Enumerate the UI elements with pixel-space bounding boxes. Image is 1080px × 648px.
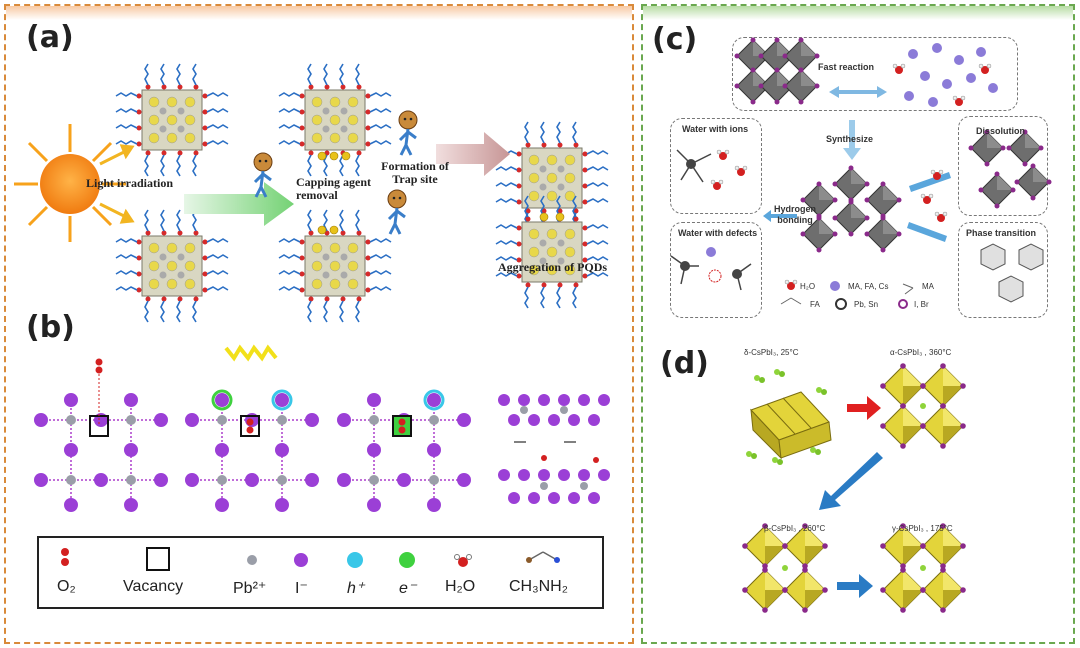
process-arrow-green — [184, 182, 294, 226]
c-water-ions-label: Water with ions — [682, 124, 749, 134]
label-trap-site: Formation of Trap site — [381, 159, 449, 186]
gamma-phase-structure — [879, 522, 967, 614]
c-legend-metals: Pb, Sn — [854, 300, 879, 309]
c-legend-fa: FA — [810, 300, 820, 309]
label-capping-agent-removal: Capping agent removal — [296, 175, 372, 202]
c-legend-cations: MA, FA, Cs — [848, 282, 889, 291]
c-hydrogen-bonding-label: Hydrogen bonding — [773, 204, 816, 225]
legend-pb: Pb²⁺ — [233, 580, 267, 597]
legend-methylamine: CH₃NH₂ — [509, 578, 568, 595]
panel-a-illustration — [14, 63, 609, 323]
d-alpha-label: α-CsPbI₃ , 360°C — [890, 348, 952, 357]
c-phase-transition-label: Phase transition — [966, 228, 1037, 238]
legend-iodide: I⁻ — [295, 580, 308, 597]
label-light-irradiation: Light irradiation — [86, 176, 174, 190]
beta-phase-structure — [741, 522, 829, 614]
legend-water: H₂O — [445, 578, 476, 595]
panel-b-legend: O₂ Vacancy Pb²⁺ I⁻ h⁺ e⁻ H₂O CH₃NH₂ — [37, 536, 604, 609]
c-fast-reaction-box — [732, 37, 1018, 111]
c-legend-halides: I, Br — [914, 300, 929, 309]
c-fast-reaction-label: Fast reaction — [818, 62, 875, 72]
legend-vacancy: Vacancy — [123, 578, 184, 595]
c-water-ions-box — [670, 118, 762, 214]
right-panel-frame — [641, 4, 1075, 644]
left-frame-band — [6, 6, 632, 20]
panel-d-illustration — [741, 362, 967, 614]
d-gamma-label: γ-CsPbI₃ , 175°C — [892, 524, 953, 533]
photon-squiggle — [224, 344, 278, 362]
d-beta-label: β-CsPbI₃ , 260°C — [764, 524, 826, 533]
right-frame-band — [643, 6, 1073, 20]
panel-label-b: (b) — [26, 310, 75, 345]
delta-phase-structure — [746, 369, 832, 465]
c-phase-transition-box — [958, 222, 1048, 318]
panel-b-lattices — [33, 344, 610, 513]
c-legend-h2o: H₂O — [800, 282, 816, 291]
panel-label-a: (a) — [26, 20, 74, 55]
legend-o2: O₂ — [57, 578, 76, 595]
sun-icon — [14, 124, 126, 242]
panel-c-illustration — [670, 37, 1052, 310]
c-dissolution-label: Dissolution — [976, 126, 1025, 136]
c-legend-ma: MA — [922, 282, 934, 291]
c-synthesize-label: Synthesize — [826, 134, 874, 144]
d-delta-label: δ-CsPbI₃, 25°C — [744, 348, 799, 357]
panel-label-d: (d) — [660, 346, 709, 381]
c-water-defects-label: Water with defects — [678, 228, 758, 238]
label-aggregation: Aggregation of PQDs — [498, 260, 608, 274]
legend-hole: h⁺ — [347, 580, 365, 597]
c-dissolution-box — [958, 116, 1048, 216]
legend-electron: e⁻ — [399, 580, 417, 597]
panel-label-c: (c) — [652, 22, 698, 57]
process-arrow-pink — [436, 132, 510, 176]
c-water-defects-box — [670, 222, 762, 318]
left-panel-frame — [4, 4, 634, 644]
alpha-phase-structure — [879, 362, 967, 450]
